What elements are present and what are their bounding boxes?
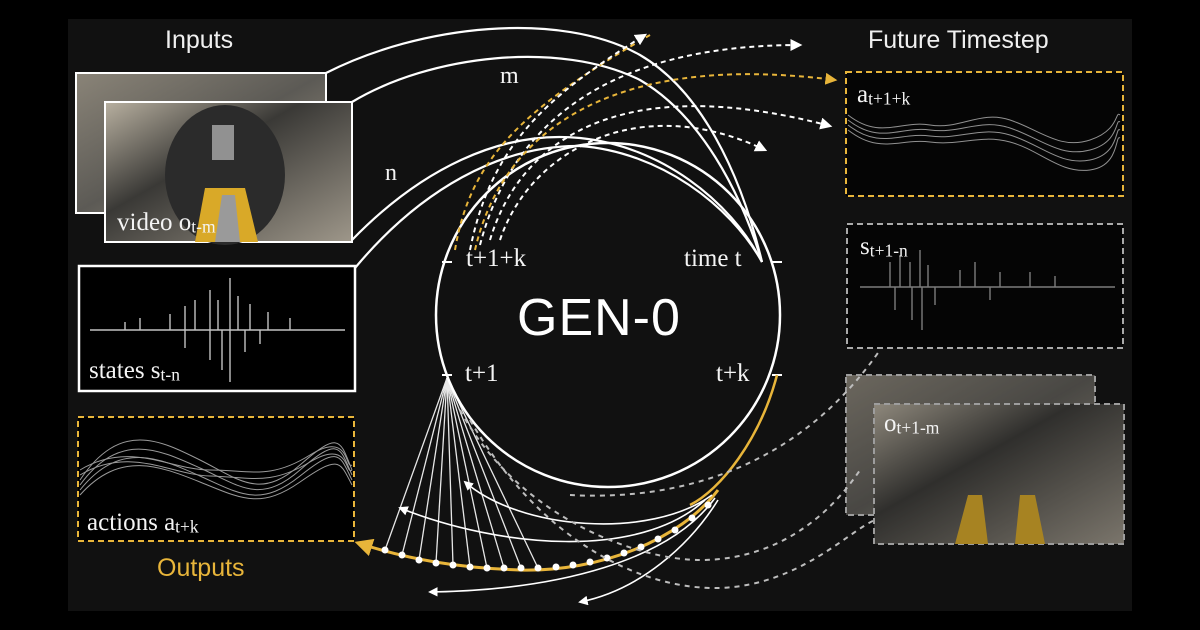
future-states-label: st+1-n [860, 233, 908, 262]
actions-output-label: actions at+k [87, 509, 199, 538]
states-input-label-sub: t-n [160, 364, 180, 385]
future-states-label-sub: t+1-n [869, 240, 908, 261]
future-video-label: ot+1-m [884, 410, 939, 439]
output-yellow-arc [354, 489, 720, 572]
video-input-label-sub: t-m [191, 216, 216, 237]
model-name: GEN-0 [517, 289, 681, 347]
video-input-label-text: video o [117, 209, 192, 236]
input-video-frames [75, 72, 353, 245]
return-arrows [398, 480, 719, 606]
future-actions-label-sub: t+1+k [868, 88, 911, 109]
output-fan-lines [384, 377, 539, 569]
yellow-arc-right [689, 374, 779, 507]
future-actions-box [845, 71, 1124, 197]
gen0-cycle-circle [434, 141, 782, 489]
future-timestep-title: Future Timestep [868, 26, 1049, 54]
states-input-label: states st-n [89, 357, 180, 386]
tick-label-t1: t+1 [465, 360, 499, 387]
input-arcs [325, 26, 764, 269]
future-video-dashed-arcs [459, 349, 881, 590]
output-actions-box [77, 416, 355, 542]
arc-label-n: n [385, 160, 397, 186]
future-actions-label-text: a [857, 81, 869, 108]
inputs-title: Inputs [165, 26, 234, 54]
output-sample-dots [381, 501, 712, 572]
arc-label-m: m [500, 63, 519, 89]
actions-output-label-sub: t+k [175, 516, 199, 537]
input-states-box [77, 264, 357, 393]
future-states-label-text: s [860, 233, 870, 260]
future-states-box [846, 223, 1124, 349]
future-video-label-text: o [884, 410, 897, 437]
video-input-label: video ot-m [117, 209, 216, 238]
future-dashed-arrows [454, 33, 838, 251]
future-video-frames [845, 374, 1125, 545]
states-input-label-text: states s [89, 357, 161, 384]
outputs-title: Outputs [157, 554, 245, 582]
tick-label-tk: t+k [716, 360, 750, 387]
future-actions-label: at+1+k [857, 81, 910, 110]
tick-label-t1k: t+1+k [466, 245, 527, 272]
future-video-label-sub: t+1-m [896, 417, 940, 438]
actions-output-label-text: actions a [87, 509, 176, 536]
tick-label-time-t: time t [684, 245, 742, 272]
